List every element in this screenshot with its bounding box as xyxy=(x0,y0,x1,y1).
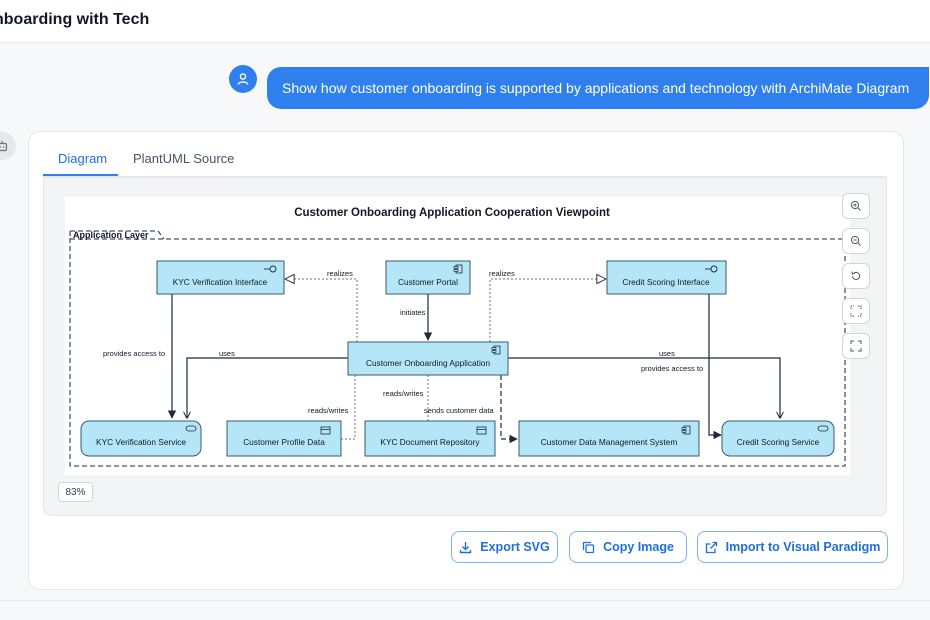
edge-label-provides-right: provides access to xyxy=(641,364,703,373)
edge-label-uses-left: uses xyxy=(219,349,235,358)
copy-icon xyxy=(582,541,595,553)
fit-to-screen-button[interactable] xyxy=(842,298,870,324)
edge-label-uses-right: uses xyxy=(659,349,675,358)
edge-provides-access-credit xyxy=(708,294,722,440)
page-title: nboarding with Tech xyxy=(0,11,150,28)
svg-text:KYC Verification Interface: KYC Verification Interface xyxy=(173,277,268,287)
component-icon xyxy=(681,425,691,435)
data-object-icon xyxy=(476,426,487,435)
user-message-bubble: Show how customer onboarding is supporte… xyxy=(267,67,929,109)
interface-icon xyxy=(264,265,277,273)
edge-label-reads-writes-1: reads/writes xyxy=(308,406,349,415)
zoom-level-badge: 83% xyxy=(58,482,93,502)
group-label: Application Layer xyxy=(73,230,149,240)
node-kyc-verification-service[interactable]: KYC Verification Service xyxy=(80,420,202,457)
node-customer-data-management-system[interactable]: Customer Data Management System xyxy=(518,420,700,457)
svg-text:Credit Scoring Interface: Credit Scoring Interface xyxy=(622,277,710,287)
fit-screen-icon xyxy=(850,305,862,317)
edge-label-provides-left: provides access to xyxy=(103,349,165,358)
svg-text:Customer Portal: Customer Portal xyxy=(398,277,458,287)
copy-image-label: Copy Image xyxy=(603,540,674,554)
node-credit-scoring-service[interactable]: Credit Scoring Service xyxy=(721,420,835,457)
user-icon xyxy=(237,73,249,85)
edge-realizes-kyc xyxy=(285,279,358,342)
component-icon xyxy=(491,345,501,355)
reset-zoom-button[interactable] xyxy=(842,263,870,289)
edge-reads-writes-profile xyxy=(341,375,356,440)
active-tab-indicator xyxy=(43,174,118,176)
component-icon xyxy=(453,264,463,274)
rotate-ccw-icon xyxy=(851,271,861,281)
node-customer-onboarding-application[interactable]: Customer Onboarding Application xyxy=(347,341,509,376)
top-bar: nboarding with Tech xyxy=(0,0,930,43)
robot-icon xyxy=(0,141,8,152)
edge-label-realizes-left: realizes xyxy=(327,269,353,278)
node-kyc-verification-interface[interactable]: KYC Verification Interface xyxy=(156,260,285,295)
import-visual-paradigm-label: Import to Visual Paradigm xyxy=(725,540,881,554)
zoom-out-button[interactable] xyxy=(842,228,870,254)
edge-label-realizes-right: realizes xyxy=(489,269,515,278)
service-icon xyxy=(185,425,197,432)
edge-label-initiates: initiates xyxy=(400,308,426,317)
view-tabs: Diagram PlantUML Source xyxy=(43,146,887,177)
svg-text:Customer Data Management Syste: Customer Data Management System xyxy=(541,437,678,447)
divider xyxy=(0,600,930,601)
svg-text:KYC Verification Service: KYC Verification Service xyxy=(96,437,186,447)
tab-diagram[interactable]: Diagram xyxy=(58,151,108,166)
data-object-icon xyxy=(320,426,331,435)
zoom-in-button[interactable] xyxy=(842,193,870,219)
node-credit-scoring-interface[interactable]: Credit Scoring Interface xyxy=(606,260,727,295)
archimate-diagram: Customer Onboarding Application Cooperat… xyxy=(69,207,846,467)
edge-label-reads-writes-2: reads/writes xyxy=(383,389,424,398)
svg-text:KYC Document Repository: KYC Document Repository xyxy=(380,437,480,447)
node-kyc-document-repository[interactable]: KYC Document Repository xyxy=(364,420,496,457)
diagram-canvas[interactable]: Customer Onboarding Application Cooperat… xyxy=(65,197,850,475)
edge-realizes-credit xyxy=(489,279,606,342)
node-customer-profile-data[interactable]: Customer Profile Data xyxy=(226,420,342,457)
import-visual-paradigm-button[interactable]: Import to Visual Paradigm xyxy=(697,531,888,563)
user-avatar xyxy=(229,65,257,93)
application-layer-tab xyxy=(70,230,165,240)
node-customer-portal[interactable]: Customer Portal xyxy=(385,260,471,295)
copy-image-button[interactable]: Copy Image xyxy=(569,531,687,563)
zoom-out-icon xyxy=(850,235,861,246)
edge-sends-customer-data xyxy=(500,375,518,444)
bot-avatar xyxy=(0,132,16,160)
export-svg-button[interactable]: Export SVG xyxy=(451,531,558,563)
interface-icon xyxy=(705,265,718,273)
external-link-icon xyxy=(705,541,717,553)
svg-text:Customer Profile Data: Customer Profile Data xyxy=(243,437,325,447)
svg-text:Credit Scoring Service: Credit Scoring Service xyxy=(737,437,820,447)
fullscreen-icon xyxy=(850,340,862,352)
export-svg-label: Export SVG xyxy=(480,540,550,554)
edge-uses-credit-service xyxy=(508,357,780,418)
tab-plantuml-source[interactable]: PlantUML Source xyxy=(133,151,235,166)
zoom-in-icon xyxy=(850,200,861,211)
svg-text:Customer Onboarding Applicatio: Customer Onboarding Application xyxy=(366,358,490,368)
edge-label-sends: sends customer data xyxy=(424,406,494,415)
service-icon xyxy=(817,425,829,432)
download-icon xyxy=(460,541,472,553)
edge-uses-kyc-service xyxy=(187,357,348,418)
fullscreen-button[interactable] xyxy=(842,333,870,359)
diagram-title: Customer Onboarding Application Cooperat… xyxy=(294,207,610,219)
